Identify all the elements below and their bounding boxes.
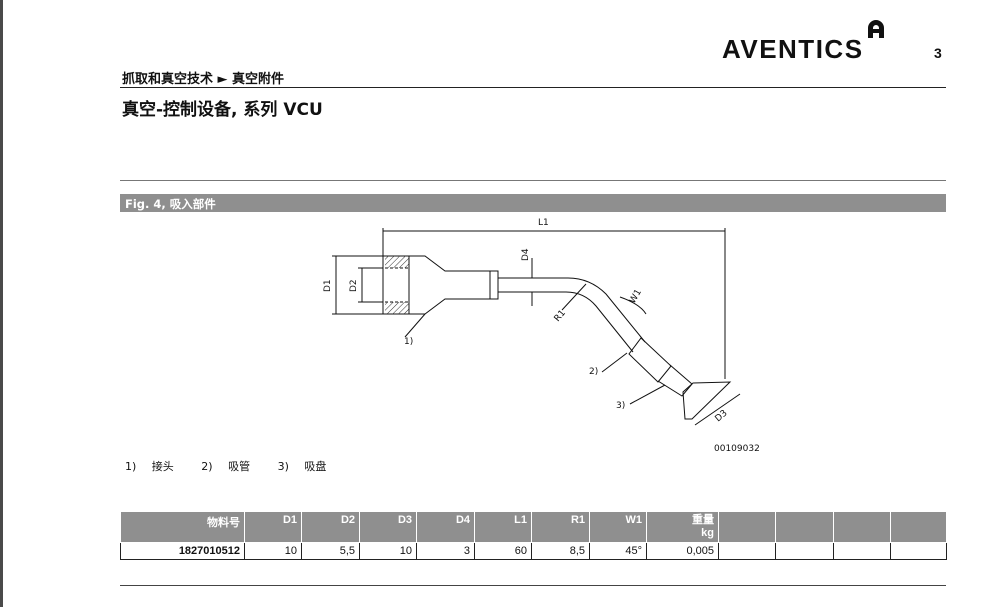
callout2-leader bbox=[601, 352, 628, 373]
label-r1: R1 bbox=[553, 308, 568, 324]
figure-caption: Fig. 4, 吸入部件 bbox=[125, 197, 216, 211]
page-title: 真空-控制设备, 系列 VCU bbox=[122, 100, 323, 120]
brand-a-mark-icon bbox=[868, 20, 884, 38]
label-w1: W1 bbox=[628, 288, 644, 306]
table-cell bbox=[718, 542, 776, 560]
table-cell bbox=[890, 542, 947, 560]
label-d2: D2 bbox=[349, 279, 359, 292]
label-d4: D4 bbox=[521, 248, 531, 261]
table-cell: 8,5 bbox=[531, 542, 590, 560]
cup-holder bbox=[628, 337, 672, 383]
table-cell bbox=[775, 542, 834, 560]
col-header: R1 bbox=[531, 511, 590, 543]
suction-cup bbox=[682, 381, 732, 420]
w1-arc bbox=[619, 296, 647, 315]
fitting-hatch bbox=[385, 256, 409, 268]
table-cell: 10 bbox=[359, 542, 417, 560]
legend-item: 1) 接头 bbox=[125, 460, 174, 473]
brand-wordmark: AVENTICS bbox=[722, 34, 864, 64]
fitting-hatch-lower bbox=[385, 302, 409, 314]
table-cell: 0,005 bbox=[646, 542, 719, 560]
label-l1: L1 bbox=[538, 218, 549, 228]
tube-outer bbox=[498, 277, 646, 343]
page-left-edge bbox=[0, 0, 3, 607]
figure-caption-bar: Fig. 4, 吸入部件 bbox=[120, 194, 946, 212]
col-header: D1 bbox=[244, 511, 302, 543]
table-cell: 1827010512 bbox=[120, 542, 245, 560]
legend-item: 3) 吸盘 bbox=[277, 460, 327, 473]
col-header: W1 bbox=[589, 511, 647, 543]
legend-item: 2) 吸管 bbox=[201, 460, 251, 473]
r1-leader bbox=[561, 283, 587, 311]
col-header: D2 bbox=[301, 511, 360, 543]
tube-inner bbox=[498, 291, 634, 353]
col-header: D4 bbox=[416, 511, 475, 543]
table-cell bbox=[833, 542, 891, 560]
table-cell: 45° bbox=[589, 542, 647, 560]
col-header bbox=[775, 511, 834, 543]
table-cell: 3 bbox=[416, 542, 475, 560]
col-header bbox=[718, 511, 776, 543]
col-header: L1 bbox=[474, 511, 532, 543]
aventics-logo: AVENTICS bbox=[722, 20, 884, 64]
col-header: 物料号 bbox=[120, 511, 245, 543]
drawing-number: 00109032 bbox=[714, 444, 760, 454]
technical-drawing: L1 D1 D2 D4 R1 W1 D3 1) 2) 3) 00109032 bbox=[323, 218, 760, 454]
table-cell: 60 bbox=[474, 542, 532, 560]
figure-legend: 1) 接头 2) 吸管 3) 吸盘 bbox=[125, 458, 350, 474]
col-header bbox=[890, 511, 947, 543]
callout3-leader bbox=[629, 384, 666, 405]
section-rule bbox=[120, 180, 946, 181]
callout-1: 1) bbox=[404, 337, 413, 347]
table-cell: 5,5 bbox=[301, 542, 360, 560]
table-cell: 10 bbox=[244, 542, 302, 560]
page-number: 3 bbox=[934, 45, 942, 61]
footer-rule bbox=[120, 585, 946, 586]
header-rule bbox=[120, 87, 946, 88]
d3-dim-line bbox=[694, 393, 741, 426]
callout-2: 2) bbox=[589, 367, 598, 377]
breadcrumb: 抓取和真空技术 ► 真空附件 bbox=[122, 72, 285, 87]
label-d1: D1 bbox=[323, 279, 333, 292]
col-header bbox=[833, 511, 891, 543]
col-header: D3 bbox=[359, 511, 417, 543]
callout-3: 3) bbox=[616, 401, 625, 411]
callout1-leader bbox=[404, 313, 426, 338]
table-row: 1827010512 10 5,5 10 3 60 8,5 45° 0,005 bbox=[120, 542, 947, 560]
